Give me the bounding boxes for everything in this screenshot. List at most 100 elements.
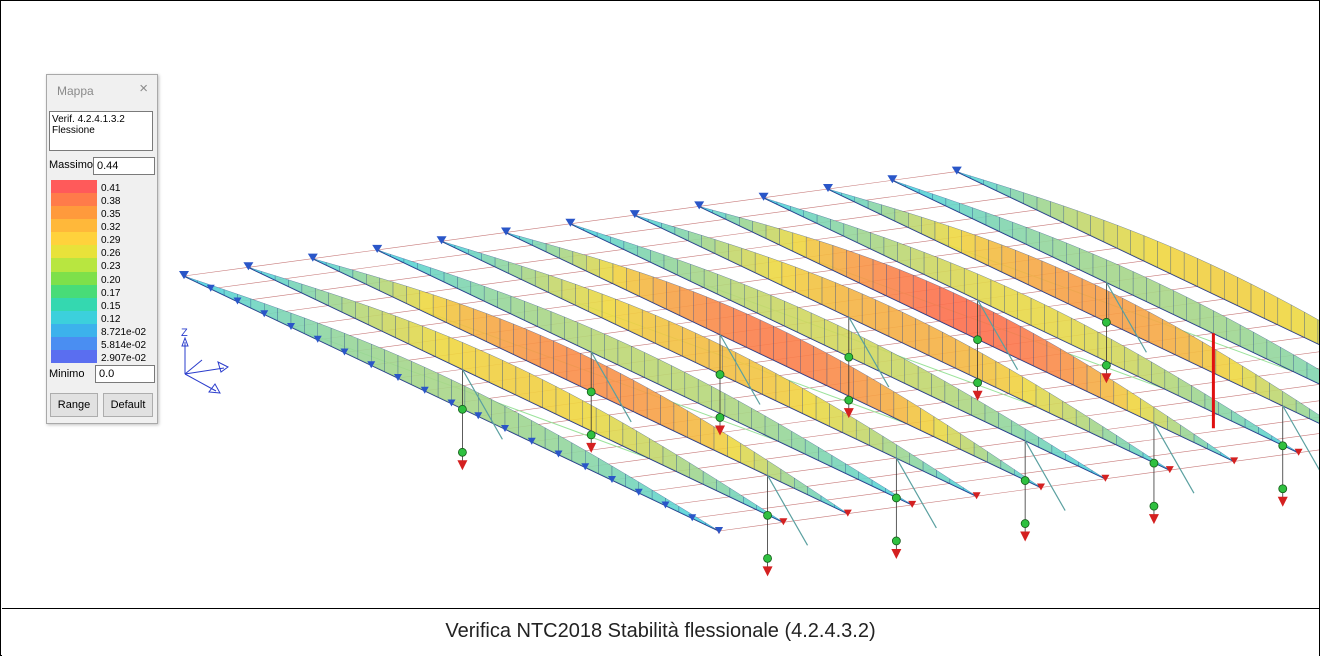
diagram-strip bbox=[1065, 453, 1079, 467]
legend-swatch bbox=[51, 206, 97, 220]
restraint-arrow bbox=[1101, 474, 1110, 482]
diagram-strip bbox=[586, 255, 600, 278]
diagram-strip bbox=[936, 469, 950, 484]
diagram-strip bbox=[261, 271, 276, 281]
mappa-panel[interactable]: Mappa × Verif. 4.2.4.1.3.2 Flessione Mas… bbox=[46, 74, 158, 424]
default-button[interactable]: Default bbox=[103, 393, 153, 417]
diagram-strip bbox=[248, 267, 262, 274]
diagram-strip bbox=[826, 353, 841, 393]
node-marker bbox=[844, 395, 854, 405]
diagram-strip bbox=[970, 175, 984, 185]
diagram-strip bbox=[786, 332, 801, 373]
diagram-strip bbox=[947, 424, 961, 450]
diagram-strip bbox=[1309, 408, 1319, 424]
diagram-strip bbox=[934, 221, 949, 247]
diagram-strip bbox=[738, 400, 752, 429]
diagram-strip bbox=[419, 290, 434, 317]
diagram-strip bbox=[1052, 237, 1067, 264]
diagram-strip bbox=[759, 319, 774, 361]
diagram-strip bbox=[1010, 188, 1024, 204]
diagram-strip bbox=[524, 300, 538, 327]
diagram-strip bbox=[803, 210, 818, 224]
diagram-strip bbox=[945, 198, 960, 213]
diagram-strip bbox=[575, 283, 589, 312]
diagram-strip bbox=[684, 372, 699, 404]
range-button[interactable]: Range bbox=[50, 393, 98, 417]
close-icon[interactable]: × bbox=[139, 80, 148, 97]
legend-swatch bbox=[51, 336, 97, 351]
diagram-strip bbox=[1066, 242, 1080, 270]
diagram-strip bbox=[1089, 417, 1104, 439]
diagram-strip bbox=[395, 315, 410, 345]
legend-swatch bbox=[51, 180, 97, 194]
diagram-strip bbox=[1193, 433, 1208, 449]
legend-swatch bbox=[51, 258, 97, 272]
diagram-strip bbox=[510, 295, 525, 321]
diagram-strip bbox=[504, 406, 519, 436]
diagram-strip bbox=[679, 286, 694, 322]
diagram-strip bbox=[739, 217, 753, 233]
diagram-strip bbox=[958, 388, 972, 416]
diagram-strip bbox=[1199, 303, 1214, 334]
base-restraint bbox=[1020, 531, 1031, 542]
node-marker bbox=[763, 553, 772, 563]
diagram-strip bbox=[1117, 224, 1131, 255]
diagram-strip bbox=[1269, 382, 1283, 406]
diagram-strip bbox=[922, 461, 937, 478]
diagram-strip bbox=[1162, 318, 1176, 355]
diagram-strip bbox=[1026, 227, 1040, 251]
edge-arrow bbox=[340, 348, 349, 356]
diagram-strip bbox=[1060, 348, 1074, 386]
diagram-strip bbox=[998, 412, 1012, 435]
structure-3d-view[interactable]: Z bbox=[2, 2, 1319, 608]
diagram-strip bbox=[805, 438, 819, 461]
diagram-strip bbox=[622, 422, 637, 453]
diagram-strip bbox=[505, 232, 520, 240]
diagram-strip bbox=[719, 302, 734, 342]
diagram-strip bbox=[791, 431, 806, 455]
support-arrow bbox=[307, 253, 318, 262]
diagram-strip bbox=[875, 299, 890, 337]
diagram-strip bbox=[741, 247, 756, 273]
diagram-strip bbox=[357, 338, 372, 366]
legend-value: 0.26 bbox=[101, 248, 121, 260]
diagram-strip bbox=[274, 275, 289, 287]
diagram-strip bbox=[648, 218, 662, 229]
diagram-strip bbox=[649, 438, 664, 466]
diagram-strip bbox=[820, 495, 835, 508]
diagram-strip bbox=[661, 222, 676, 235]
diagram-strip bbox=[790, 205, 804, 218]
structure-viewport[interactable]: Z Mappa × Verif. 4.2.4.1.3.2 Flessione M… bbox=[2, 2, 1319, 608]
diagram-strip bbox=[430, 267, 445, 283]
massimo-field[interactable]: 0.44 bbox=[93, 157, 155, 175]
verification-type-box[interactable]: Verif. 4.2.4.1.3.2 Flessione bbox=[49, 111, 153, 151]
support-arrow bbox=[565, 218, 576, 227]
edge-arrow bbox=[474, 412, 483, 420]
diagram-strip bbox=[1077, 210, 1091, 236]
base-restraint bbox=[715, 425, 725, 436]
diagram-strip bbox=[971, 396, 986, 422]
diagram-strip bbox=[979, 305, 994, 347]
minimo-field[interactable]: 0.0 bbox=[95, 365, 155, 383]
verification-name: Flessione bbox=[52, 125, 95, 136]
diagram-strip bbox=[1253, 331, 1268, 360]
diagram-strip bbox=[848, 287, 863, 324]
diagram-strip bbox=[693, 291, 707, 329]
diagram-strip bbox=[583, 227, 598, 237]
diagram-strip bbox=[288, 279, 303, 294]
legend-value: 0.38 bbox=[101, 196, 121, 208]
diagram-strip bbox=[768, 257, 783, 286]
edge-arrow bbox=[608, 476, 616, 483]
diagram-strip bbox=[1116, 434, 1130, 452]
diagram-strip bbox=[955, 338, 970, 375]
node-marker bbox=[844, 352, 854, 362]
edge-arrow bbox=[447, 399, 456, 407]
diagram-strip bbox=[237, 293, 252, 309]
node-marker bbox=[973, 335, 982, 345]
legend-swatch bbox=[51, 310, 97, 325]
diagram-strip bbox=[1255, 374, 1270, 400]
caption-band: Verifica NTC2018 Stabilità flessionale (… bbox=[2, 608, 1319, 656]
diagram-strip bbox=[905, 184, 920, 194]
diagram-strip bbox=[1050, 201, 1064, 223]
